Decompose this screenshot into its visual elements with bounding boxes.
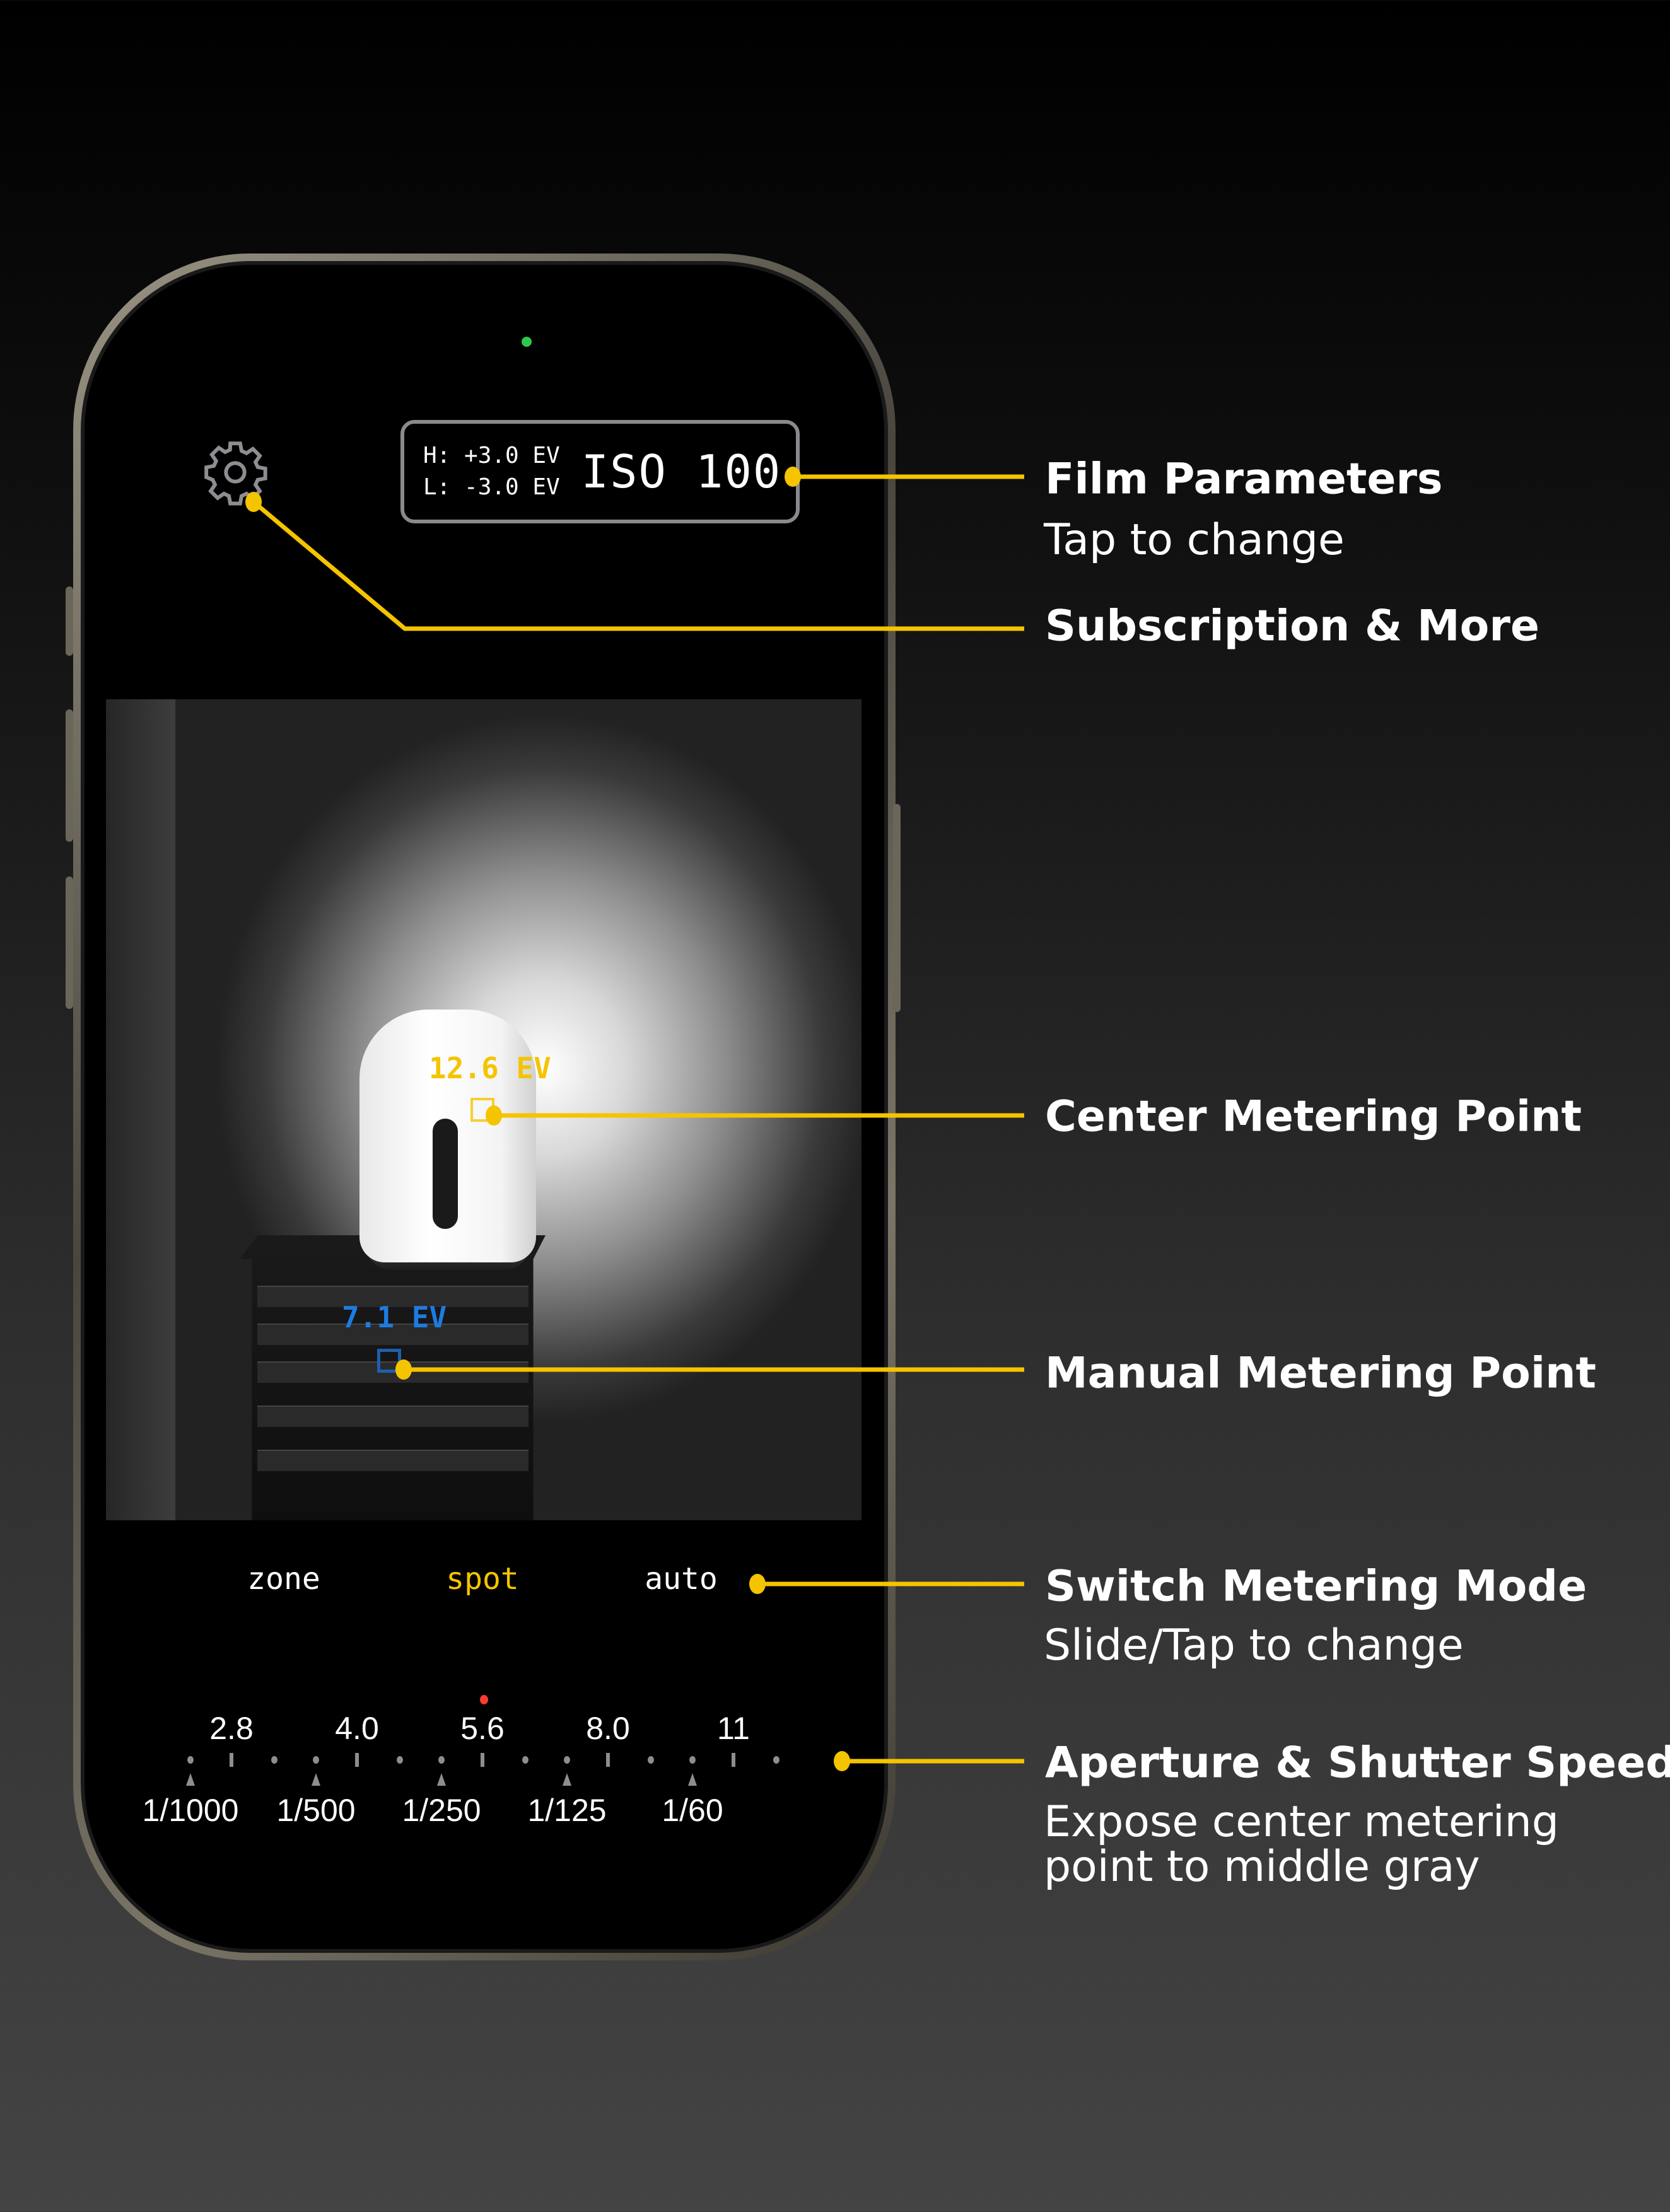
book [257, 1286, 528, 1307]
aperture-label[interactable]: 11 [717, 1711, 750, 1746]
shutter-marker [437, 1773, 446, 1786]
callout-subscription-title: Subscription & More [1045, 601, 1539, 651]
callout-dot [834, 1751, 850, 1771]
callout-exposure-title: Aperture & Shutter Speed [1045, 1738, 1670, 1788]
callout-manual-title: Manual Metering Point [1045, 1348, 1597, 1399]
book [257, 1406, 528, 1427]
mute-switch [66, 586, 73, 656]
scale-dot [438, 1756, 445, 1764]
mode-spot[interactable]: spot [446, 1561, 519, 1597]
volume-up-button [66, 709, 73, 842]
scale-dot [648, 1756, 654, 1764]
shutter-label[interactable]: 1/60 [662, 1793, 723, 1828]
iso-value: ISO 100 [581, 445, 782, 498]
manual-ev-readout: 7.1 EV [342, 1300, 447, 1334]
power-button [893, 804, 901, 1012]
scale-dot [313, 1756, 319, 1764]
callout-mode-sub: Slide/Tap to change [1044, 1621, 1464, 1670]
shutter-marker [312, 1773, 320, 1786]
shutter-label[interactable]: 1/500 [276, 1793, 356, 1828]
callout-center-title: Center Metering Point [1045, 1091, 1582, 1142]
callout-mode-title: Switch Metering Mode [1045, 1561, 1587, 1612]
gear-icon[interactable] [201, 438, 270, 507]
highlight-ev: H: +3.0 EV [423, 443, 560, 469]
callout-dot [749, 1574, 766, 1594]
film-parameters-button[interactable]: H: +3.0 EV L: -3.0 EV ISO 100 [400, 420, 800, 523]
lamp-slider [433, 1119, 458, 1229]
subscription-callout-line [252, 500, 1024, 631]
manual-metering-point[interactable] [377, 1349, 401, 1373]
aperture-label[interactable]: 5.6 [460, 1711, 505, 1746]
scale-dot [773, 1756, 780, 1764]
mode-zone[interactable]: zone [247, 1561, 320, 1597]
shutter-marker [186, 1773, 195, 1786]
aperture-label[interactable]: 8.0 [586, 1711, 630, 1746]
aperture-label[interactable]: 4.0 [335, 1711, 379, 1746]
aperture-tick [606, 1753, 610, 1767]
center-ev-readout: 12.6 EV [429, 1051, 551, 1085]
shutter-marker [563, 1773, 571, 1786]
callout-dot [785, 467, 801, 487]
book [257, 1324, 528, 1345]
scale-dot [689, 1756, 696, 1764]
book [257, 1450, 528, 1471]
callout-film-sub: Tap to change [1044, 515, 1345, 565]
mode-auto[interactable]: auto [645, 1561, 718, 1597]
callout-exposure-sub2: point to middle gray [1044, 1842, 1480, 1892]
callout-dot [486, 1105, 502, 1126]
aperture-tick [481, 1753, 484, 1767]
scale-dot [564, 1756, 570, 1764]
scale-dot [397, 1756, 403, 1764]
callout-dot [395, 1359, 412, 1380]
shutter-label[interactable]: 1/1000 [142, 1793, 239, 1828]
callout-exposure-sub1: Expose center metering [1044, 1797, 1559, 1847]
aperture-label[interactable]: 2.8 [209, 1711, 254, 1746]
aperture-tick [230, 1753, 233, 1767]
shutter-marker [688, 1773, 697, 1786]
camera-viewfinder[interactable]: 12.6 EV 7.1 EV [106, 699, 861, 1520]
lowlight-ev: L: -3.0 EV [423, 474, 560, 500]
callout-film-title: Film Parameters [1045, 454, 1443, 504]
scale-dot [187, 1756, 194, 1764]
shutter-label[interactable]: 1/125 [527, 1793, 607, 1828]
volume-down-button [66, 876, 73, 1009]
aperture-tick [732, 1753, 735, 1767]
shutter-label[interactable]: 1/250 [402, 1793, 481, 1828]
selected-aperture-indicator [480, 1695, 488, 1704]
scale-dot [271, 1756, 277, 1764]
aperture-tick [355, 1753, 359, 1767]
callout-dot [245, 492, 262, 512]
scale-dot [522, 1756, 528, 1764]
camera-indicator [522, 337, 532, 347]
wall-shadow [106, 699, 175, 1520]
